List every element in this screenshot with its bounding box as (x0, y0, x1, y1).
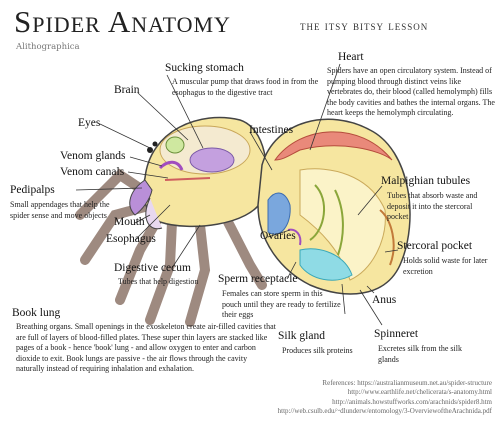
reference-line-1: References: https://australianmuseum.net… (322, 379, 492, 387)
desc-pedipalps: Small appendages that help the spider se… (10, 200, 110, 220)
label-spinneret: Spinneret (374, 328, 419, 340)
label-intestines: Intestines (249, 124, 294, 136)
desc-heart: Spiders have an open circulatory system.… (327, 66, 495, 117)
reference-line-3: http://animals.howstuffworks.com/arachni… (332, 397, 492, 406)
label-malpighian-tubules: Malpighian tubules (381, 175, 471, 187)
label-book-lung: Book lung (12, 307, 61, 319)
desc-sucking-stomach: A muscular pump that draws food in from … (172, 77, 319, 97)
desc-stercoral-pocket: Holds solid waste for later excretion (403, 256, 488, 276)
desc-digestive-cecum: Tubes that help digestion (118, 277, 199, 286)
desc-book-lung: Breathing organs. Small openings in the … (16, 322, 276, 373)
abdomen (257, 118, 411, 295)
references-heading: References: (322, 379, 356, 387)
label-anus: Anus (372, 294, 397, 306)
page-subtitle: the itsy bitsy lesson (300, 18, 429, 33)
desc-silk-gland: Produces silk proteins (282, 346, 353, 355)
label-eyes: Eyes (78, 117, 101, 129)
page-title: Spider Anatomy (14, 4, 231, 39)
desc-spinneret: Excretes silk from the silk glands (378, 344, 462, 364)
cephalothorax (142, 116, 268, 228)
label-mouth: Mouth (114, 216, 145, 228)
label-heart: Heart (338, 51, 364, 63)
desc-malpighian-tubules: Tubes that absorb waste and deposit it i… (387, 191, 478, 221)
label-esophagus: Esophagus (106, 233, 156, 245)
label-ovaries: Ovaries (260, 230, 296, 242)
label-sucking-stomach: Sucking stomach (165, 62, 244, 74)
reference-line-2: http://www.earthlife.net/chelicerata/s-a… (347, 388, 492, 397)
label-venom-glands: Venom glands (60, 150, 126, 162)
references: References: https://australianmuseum.net… (162, 379, 492, 416)
pedipalps-shape (129, 179, 163, 230)
desc-sperm-receptacle: Females can store sperm in this pouch un… (222, 289, 341, 319)
label-venom-canals: Venom canals (60, 166, 125, 178)
label-brain: Brain (114, 84, 140, 96)
reference-line-4: http://web.csulb.edu/~dlunderw/entomolog… (277, 406, 492, 415)
label-pedipalps: Pedipalps (10, 184, 55, 196)
pointer-lines (75, 63, 399, 326)
credit-text: Alithographica (16, 42, 80, 52)
label-silk-gland: Silk gland (278, 330, 325, 342)
label-digestive-cecum: Digestive cecum (114, 262, 191, 274)
label-sperm-receptacle: Sperm receptacle (218, 273, 298, 285)
label-stercoral-pocket: Stercoral pocket (397, 240, 473, 252)
